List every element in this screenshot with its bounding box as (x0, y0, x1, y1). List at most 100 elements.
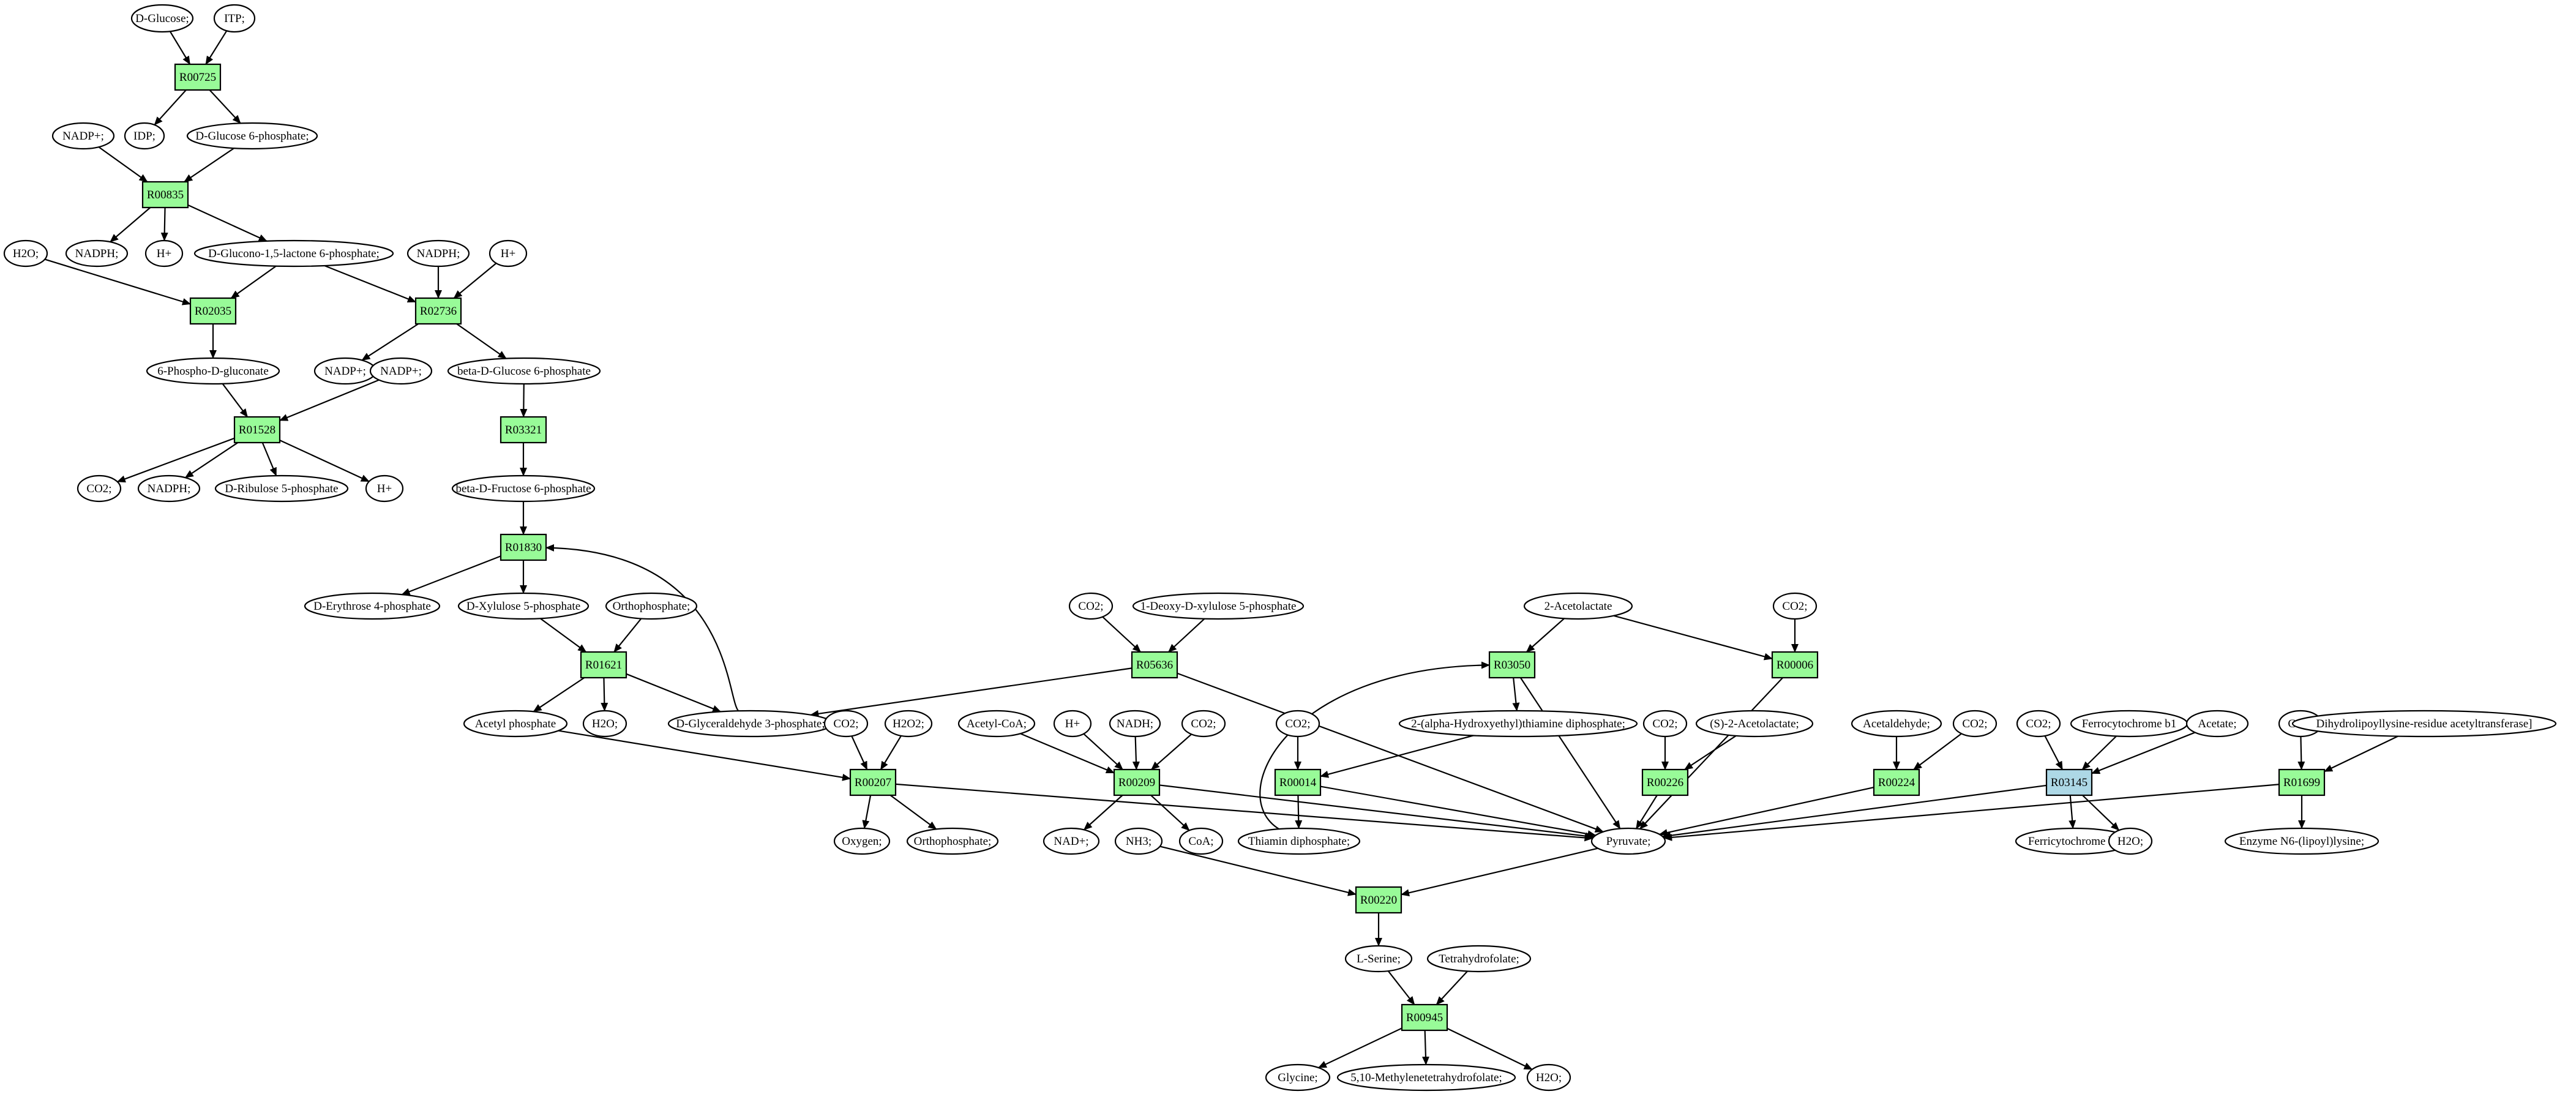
node-label: Pyruvate; (1606, 835, 1651, 848)
node-shape (1642, 710, 1688, 738)
edge-gluconolac-to-R02736 (324, 264, 416, 303)
edge-co2_4-to-R00209 (1151, 733, 1193, 770)
edge-R01830-to-erythrose (401, 555, 501, 596)
node-shape (1274, 768, 1322, 796)
node-shape (1641, 768, 1689, 796)
node-label: D-Ribulose 5-phosphate (225, 482, 338, 495)
node-label: R05636 (1136, 659, 1173, 672)
node-label: 2-Acetolactate (1544, 600, 1612, 613)
edge-R01621-to-gap (626, 673, 722, 713)
compound-node-acetolactate: 2-Acetolactate (1523, 592, 1633, 620)
compound-node-dihydrolipo: Dihydrolipoyllysine-residue acetyltransf… (2291, 710, 2557, 738)
node-label: Acetyl phosphate (475, 717, 556, 730)
node-label: R00006 (1777, 659, 1813, 672)
reaction-node-R00207: R00207 (849, 768, 897, 796)
node-shape (77, 474, 122, 503)
compound-node-xylulose: D-Xylulose 5-phosphate (457, 592, 590, 620)
reaction-node-R03050: R03050 (1488, 651, 1536, 679)
node-shape (1523, 592, 1633, 620)
edge-R01528-to-h3 (279, 440, 370, 482)
node-label: CO2; (1962, 717, 1987, 730)
node-label: NADPH; (148, 482, 191, 495)
node-shape (1590, 827, 1666, 855)
node-shape (1426, 945, 1532, 973)
compound-node-thiamin: Thiamin diphosphate; (1237, 827, 1361, 855)
edge-R00014-to-pyruvate (1320, 785, 1597, 838)
node-label: Orthophosphate; (613, 600, 691, 613)
node-label: R00226 (1647, 776, 1683, 789)
node-label: beta-D-Glucose 6-phosphate (457, 365, 591, 378)
edge-acetylp-to-R00207 (558, 730, 851, 781)
edge-R01528-to-ribulose (261, 442, 277, 476)
reaction-node-R02035: R02035 (189, 297, 237, 325)
edge-dihydrolipo-to-R01699 (2324, 735, 2398, 773)
compound-node-nadp2: NADP+; (313, 357, 377, 385)
node-label: CoA; (1188, 835, 1213, 848)
edge-gap-to-R01830 (545, 544, 739, 711)
node-shape (1265, 1063, 1331, 1092)
node-shape (1488, 651, 1536, 679)
node-shape (144, 239, 184, 268)
node-shape (500, 416, 547, 444)
node-label: NADH; (1117, 717, 1153, 730)
edge-nadh-to-R00209 (1132, 736, 1140, 770)
node-shape (1053, 710, 1092, 738)
reaction-node-R03321: R03321 (500, 416, 547, 444)
compound-node-acetaldehyde: Acetaldehyde; (1851, 710, 1942, 738)
reaction-node-R01699: R01699 (2278, 768, 2326, 796)
edge-nadp3-to-R01528 (279, 379, 380, 421)
node-shape (457, 592, 590, 620)
edge-R00207-to-orthop2 (889, 795, 937, 830)
edge-co2_8-to-R00224 (1913, 733, 1962, 770)
node-shape (1772, 592, 1818, 620)
node-label: NAD+; (1054, 835, 1088, 848)
edge-orthop1-to-R01621 (613, 618, 642, 653)
edge-R00945-to-methylene (1421, 1030, 1429, 1065)
node-label: R00014 (1279, 776, 1317, 789)
node-shape (849, 768, 897, 796)
node-label: CO2; (86, 482, 111, 495)
compound-node-h2o3: H2O; (2108, 827, 2153, 855)
reaction-node-R05636: R05636 (1131, 651, 1178, 679)
compound-node-h2o4: H2O; (1526, 1063, 1571, 1092)
compound-node-h3: H+ (365, 474, 404, 503)
edge-R00725-to-idp (154, 89, 187, 126)
node-label: Thiamin diphosphate; (1248, 835, 1350, 848)
compound-node-h2o2: H2O; (582, 710, 627, 738)
compound-node-lipoyl: Enzyme N6-(lipoyl)lysine; (2224, 827, 2379, 855)
node-label: CO2; (1285, 717, 1310, 730)
node-label: Enzyme N6-(lipoyl)lysine; (2239, 835, 2364, 848)
compound-node-bg6p: beta-D-Glucose 6-phosphate (447, 357, 601, 385)
edge-R01699-to-pyruvate (1663, 784, 2280, 841)
node-shape (451, 474, 596, 503)
node-shape (51, 122, 115, 150)
edge-R05636-to-pyruvate (1177, 672, 1604, 833)
node-shape (1344, 945, 1413, 973)
compound-node-ribulose: D-Ribulose 5-phosphate (214, 474, 349, 503)
node-label: (S)-2-Acetolactate; (1710, 717, 1799, 730)
edge-pyruvate-to-R00220 (1401, 847, 1598, 897)
node-shape (1275, 710, 1320, 738)
edge-R00006-to-pyruvate (1639, 677, 1783, 830)
edge-R00226-to-pyruvate (1635, 795, 1658, 830)
compound-node-itp: ITP; (213, 4, 256, 33)
node-label: CO2; (2026, 717, 2051, 730)
node-shape (3, 239, 48, 268)
node-label: CO2; (1078, 600, 1103, 613)
compound-node-sacetolactate: (S)-2-Acetolactate; (1695, 710, 1814, 738)
edge-thf-to-R00945 (1436, 970, 1468, 1005)
node-shape (186, 122, 318, 150)
node-label: H2O; (592, 717, 618, 730)
node-shape (447, 357, 601, 385)
reaction-node-R03145: R03145 (2045, 768, 2093, 796)
node-label: D-Glucose; (135, 12, 189, 25)
edge-R00224-to-pyruvate (1658, 787, 1874, 836)
node-label: Ferrocytochrome b1 (2082, 717, 2177, 730)
node-shape (189, 297, 237, 325)
node-shape (141, 181, 189, 209)
node-label: H2O; (1536, 1071, 1562, 1084)
edge-R03050-to-hetdp (1512, 677, 1520, 711)
compound-node-h4: H+ (1053, 710, 1092, 738)
node-label: H+ (501, 247, 515, 260)
